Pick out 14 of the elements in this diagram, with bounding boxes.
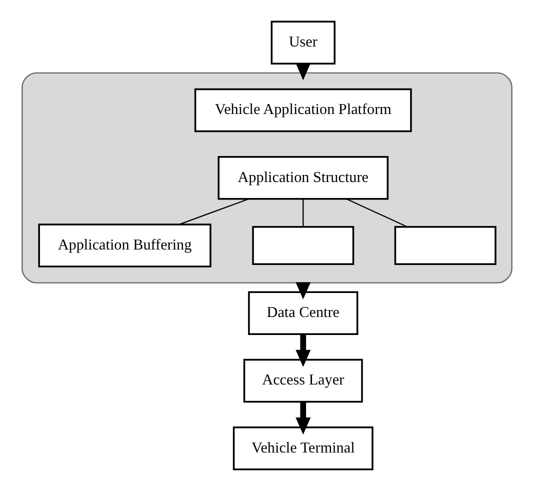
connector (178, 198, 249, 226)
node-box: Application Buffering (38, 224, 212, 268)
node-box: Application Structure (218, 156, 389, 200)
arrow (296, 402, 311, 435)
cluster (22, 72, 512, 284)
connector (346, 198, 408, 228)
node-box: Vehicle Application Platform (194, 88, 412, 132)
node-box (252, 226, 354, 266)
arrow (296, 334, 311, 368)
node-box (394, 226, 496, 266)
connector (302, 199, 304, 227)
node-box: Vehicle Terminal (232, 426, 374, 470)
node-box: Data Centre (248, 291, 358, 335)
node-box: Access Layer (243, 358, 363, 403)
